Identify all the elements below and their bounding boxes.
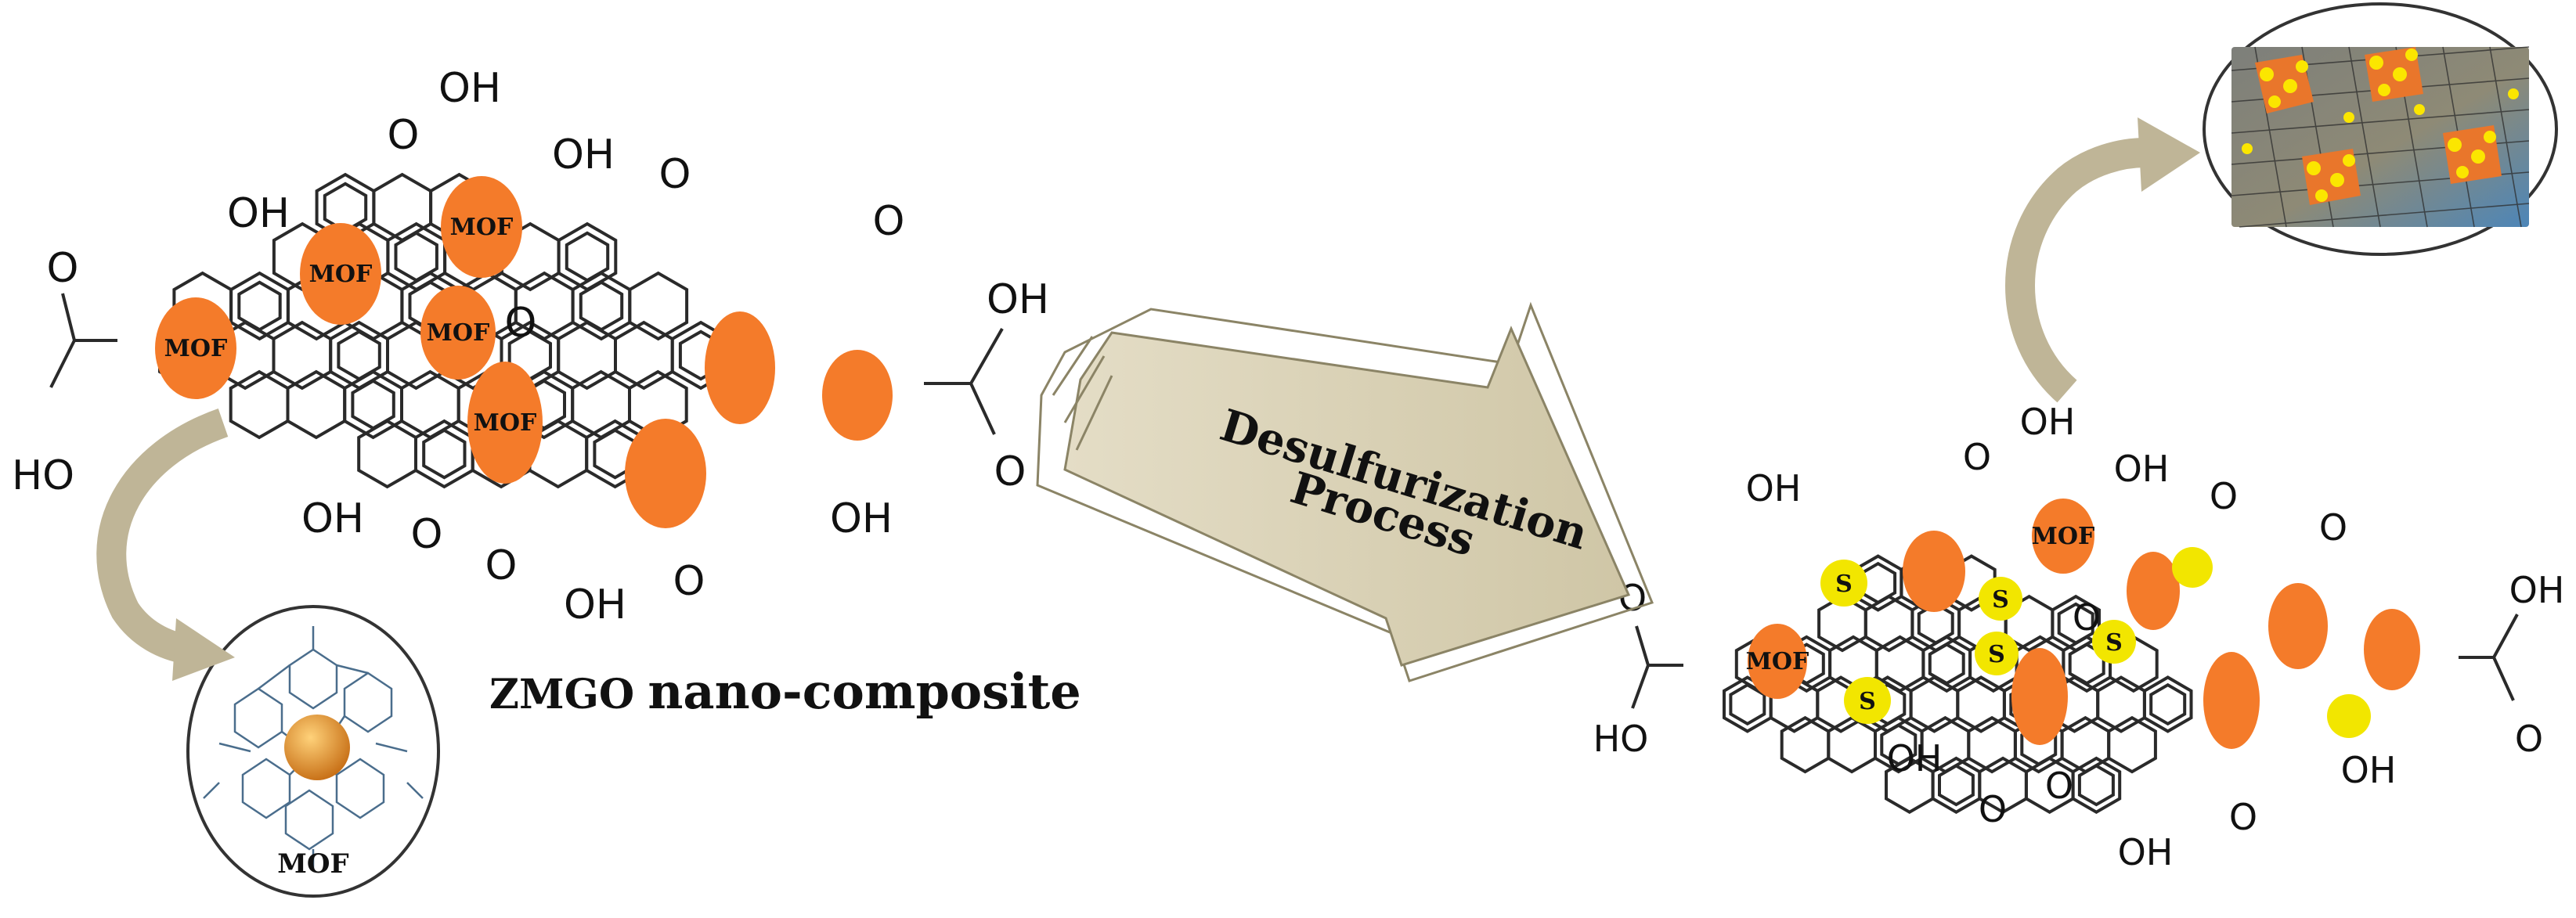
aromatic-ring-inner (1938, 764, 1975, 807)
aromatic-ring-inner (2077, 764, 2115, 807)
sulfur-atom (1979, 577, 2022, 621)
sulfur-label: S (1835, 571, 1853, 598)
hydroxyl-label: OH (1746, 467, 1802, 509)
carbon-ring (2107, 715, 2157, 774)
mof-label: MOF (474, 409, 537, 437)
carbon-ring (2071, 756, 2122, 815)
oxygen-label: O (505, 300, 537, 347)
hydroxyl-label: OH (1887, 737, 1943, 779)
hydroxyl-label: HO (1593, 718, 1649, 760)
oxygen-label: O (1963, 436, 1991, 478)
oxygen-label: O (485, 542, 518, 589)
mof-core-icon (284, 715, 350, 780)
sulfur-atom (2327, 694, 2371, 738)
sulfur-atom (1844, 677, 1891, 724)
composite-label: ZMGO nano-composite (489, 663, 1081, 720)
aromatic-ring-inner (422, 428, 467, 480)
carboxyl-bond-right (2459, 614, 2519, 701)
mof-particle (1748, 624, 1807, 699)
sulfur-label: S (1988, 641, 2005, 668)
oxygen-label: O (1979, 788, 2007, 830)
svg-text:ZMGO nano-composite: ZMGO nano-composite (489, 663, 1081, 720)
mof-particle (441, 176, 522, 278)
mof-label: MOF (427, 319, 490, 347)
sulfur-label: S (1859, 688, 1876, 715)
sulfur-atom (1820, 560, 1867, 607)
composite-suffix: nano-composite (648, 663, 1081, 720)
hydroxyl-label: HO (12, 452, 74, 499)
hydroxyl-label: OH (2341, 749, 2397, 791)
aromatic-ring-inner (2149, 682, 2187, 726)
mof-label: MOF (1746, 648, 1809, 675)
carbon-ring (628, 271, 689, 341)
mof-particle (420, 286, 496, 380)
composite-prefix: ZMGO (489, 671, 634, 718)
process-arrow: Desulfurization Process (1036, 301, 1654, 682)
oxygen-label: O (388, 112, 420, 159)
sulfur-label: S (1992, 586, 2009, 614)
mof-particle (705, 311, 775, 424)
sulfur-atom (2092, 620, 2136, 664)
oxygen-label: O (2515, 718, 2543, 760)
hydroxyl-label: OH (2118, 831, 2174, 873)
hydroxyl-label: OH (987, 276, 1049, 323)
sulfur-atom (1975, 632, 2019, 675)
mof-particle (2011, 648, 2068, 745)
curved-arrow-left (96, 409, 235, 681)
hydroxyl-label: OH (227, 190, 290, 237)
mof-particle (467, 362, 543, 484)
carboxyl-bond-right (924, 328, 1004, 435)
mof-particle (155, 297, 236, 399)
mof-particle (2364, 609, 2420, 690)
carbon-ring (2142, 675, 2193, 733)
mof-particle (2127, 552, 2180, 630)
mof-label: MOF (450, 214, 514, 241)
hydroxyl-label: OH (2509, 569, 2565, 611)
mof-particle (2203, 652, 2260, 749)
mof-particle (300, 223, 381, 325)
oxygen-label: O (2045, 765, 2073, 807)
hydroxyl-label: OH (438, 65, 501, 112)
oxygen-label: O (994, 448, 1026, 495)
carboxyl-bond-left (1631, 625, 1683, 709)
oxygen-label: O (2210, 475, 2238, 517)
mof-particle (822, 350, 893, 441)
mof-label: MOF (309, 261, 373, 288)
hydroxyl-label: OH (830, 495, 893, 542)
mof-framework-icon (203, 626, 424, 869)
mof-label: MOF (164, 335, 228, 362)
carboxyl-bond-left (49, 293, 117, 388)
sulfur-label: S (2105, 629, 2123, 657)
mof-particle (2032, 499, 2094, 574)
mof-particle (1903, 531, 1965, 612)
hydroxyl-label: OH (564, 581, 626, 628)
inset-mof-label: MOF (277, 848, 348, 880)
oxygen-label: O (673, 558, 705, 605)
oxygen-label: O (411, 511, 443, 558)
hydroxyl-label: OH (301, 495, 364, 542)
mof-particle (625, 419, 706, 528)
mof-inset: MOF (186, 605, 440, 898)
oxygen-label: O (659, 151, 691, 198)
sulfur-adsorption-inset (2203, 2, 2558, 256)
oxygen-label: O (47, 245, 79, 292)
hydroxyl-label: OH (552, 131, 615, 178)
oxygen-label: O (873, 198, 905, 245)
mof-label: MOF (2032, 523, 2095, 550)
oxygen-label: O (2229, 796, 2257, 838)
mof-particle (2268, 583, 2328, 669)
sulfur-dot-icons (2242, 49, 2519, 202)
hydroxyl-label: OH (2114, 448, 2170, 490)
sulfur-atom (2172, 547, 2213, 588)
oxygen-label: O (2319, 506, 2347, 549)
curved-arrow-right (2005, 117, 2200, 403)
hydroxyl-label: OH (2020, 401, 2076, 443)
